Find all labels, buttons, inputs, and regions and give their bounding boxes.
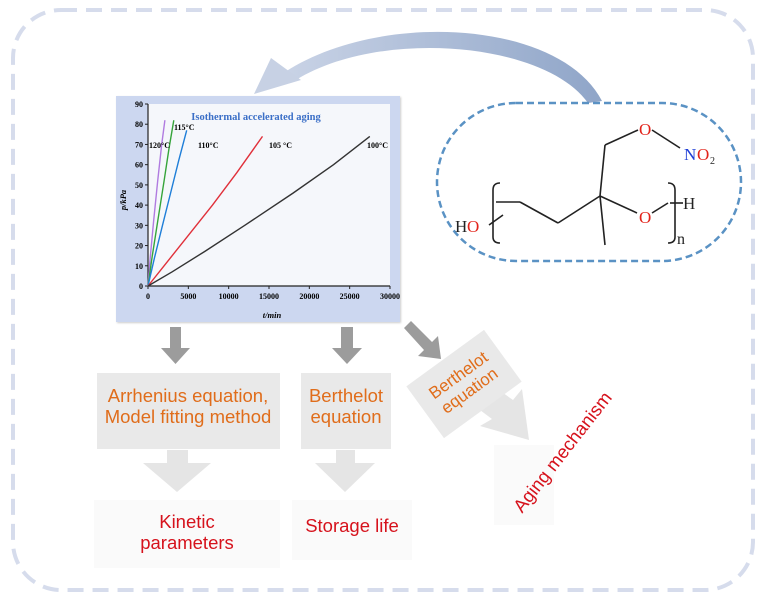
series-line-4 (147, 135, 371, 287)
x-tick-label: 15000 (259, 292, 279, 301)
aging-box (494, 445, 554, 525)
y-tick-label: 40 (135, 201, 143, 210)
plot-area (148, 104, 390, 286)
x-tick-label: 0 (146, 292, 150, 301)
repeat-unit-n: n (677, 231, 685, 248)
chart-title: Isothermal accelerated aging (191, 112, 321, 123)
series-line-0 (147, 120, 166, 287)
atom-o-left: O (467, 217, 479, 236)
storage-box (292, 500, 412, 560)
x-tick-label: 30000 (380, 292, 400, 301)
berthelot-box (301, 373, 391, 449)
atom-n: N (684, 145, 696, 164)
chart-svg: 0 10 20 30 40 50 60 70 80 90 0 5000 10000 15000 20000… (116, 96, 400, 322)
x-tick-label: 10000 (219, 292, 239, 301)
series-line-1 (147, 120, 175, 287)
atom-subscript-2: 2 (710, 156, 715, 167)
y-tick-label: 90 (135, 100, 143, 109)
kinetic-text: Kinetic parameters (140, 511, 234, 553)
kinetic-box (94, 500, 280, 568)
series-label-100: 100°C (367, 141, 388, 150)
series-label-120: 120°C (149, 141, 170, 150)
big-arrow-left (143, 450, 211, 492)
big-arrow-center (315, 450, 375, 492)
series-label-115: 115°C (174, 123, 195, 132)
y-tick-label: 20 (135, 242, 143, 251)
storage-text: Storage life (305, 515, 399, 536)
y-tick-label: 30 (135, 221, 143, 230)
arrow-diag-right (404, 321, 441, 359)
arrhenius-box (97, 373, 280, 449)
series-lines (147, 120, 371, 287)
atom-o-mid: O (639, 208, 651, 227)
y-ticks: 0 10 20 30 40 50 60 70 80 90 (135, 100, 148, 291)
arrhenius-text: Arrhenius equation, Model fitting method (104, 385, 272, 427)
x-tick-label: 5000 (180, 292, 196, 301)
y-tick-label: 50 (135, 181, 143, 190)
y-tick-label: 0 (139, 282, 143, 291)
x-ticks: 0 5000 10000 15000 20000 25000 30000 (146, 286, 400, 301)
y-tick-label: 10 (135, 262, 143, 271)
atom-h-left: H (455, 217, 467, 236)
arrow-down-left (161, 327, 190, 364)
y-tick-label: 80 (135, 120, 143, 129)
molecule-capsule (435, 101, 743, 263)
y-axis-label: p/kPa (118, 189, 128, 211)
berthelot-text: Berthelot equation (308, 385, 384, 427)
series-line-3 (147, 135, 264, 287)
series-line-2 (147, 130, 188, 287)
x-axis-label: t/min (263, 310, 282, 320)
aging-chart: 0 10 20 30 40 50 60 70 80 90 0 5000 10000 15000 20000… (116, 96, 400, 322)
series-label-110: 110°C (198, 141, 219, 150)
x-tick-label: 20000 (299, 292, 319, 301)
atom-o-top: O (639, 120, 651, 139)
y-tick-label: 60 (135, 161, 143, 170)
y-tick-label: 70 (135, 140, 143, 149)
x-tick-label: 25000 (340, 292, 360, 301)
atom-o2: O (697, 145, 709, 164)
series-label-105: 105 °C (269, 141, 292, 150)
arrow-down-center (332, 327, 362, 364)
atom-h-right: H (683, 194, 695, 213)
